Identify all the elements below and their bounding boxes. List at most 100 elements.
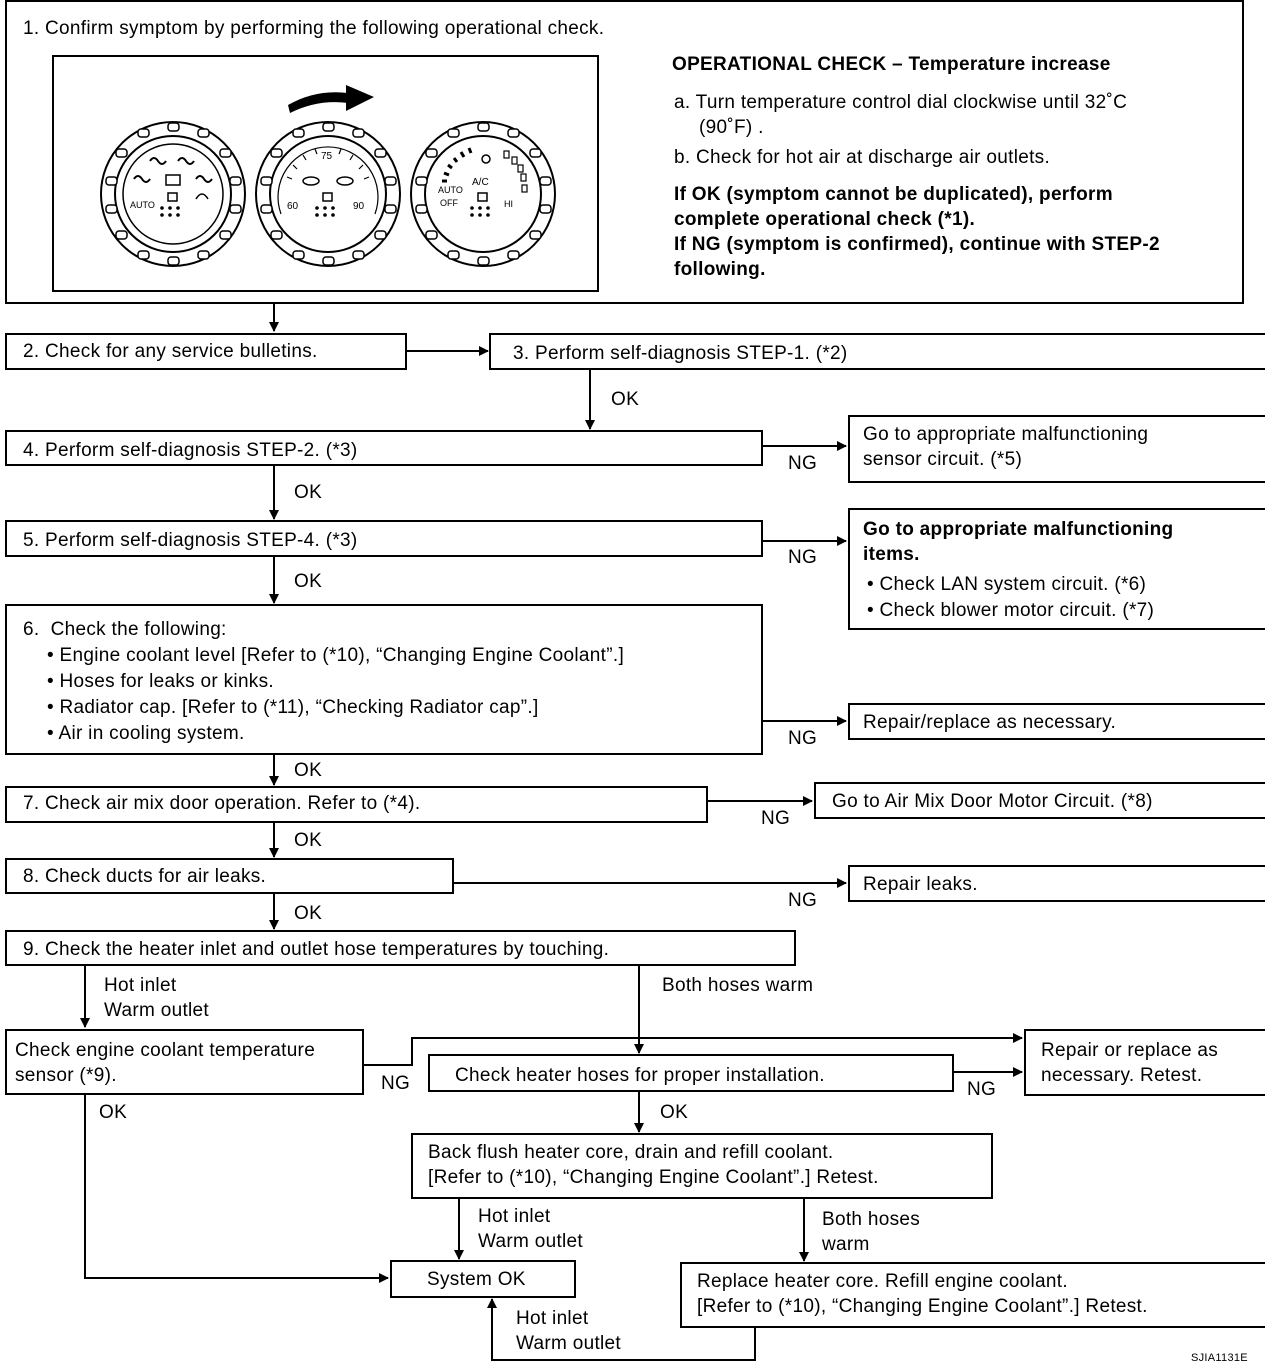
- repair-retest-line1: Repair or replace as: [1041, 1040, 1219, 1061]
- step5-ng-item-blower: • Check blower motor circuit. (*7): [867, 600, 1155, 621]
- ng-label-8: NG: [788, 890, 818, 911]
- backflush-warm-outlet-label: Warm outlet: [478, 1231, 584, 1252]
- ok-instruction-line2: complete operational check (*1).: [674, 209, 976, 230]
- step6-box: 6. Check the following: • Engine coolant…: [5, 604, 763, 755]
- temperature-dial: 75 60 90: [255, 121, 401, 267]
- backflush-hot-inlet-label: Hot inlet: [478, 1206, 551, 1227]
- backflush-warm-label: warm: [822, 1234, 870, 1255]
- backflush-line2: [Refer to (*10), “Changing Engine Coolan…: [428, 1167, 879, 1188]
- step4-text: 4. Perform self-diagnosis STEP-2. (*3): [23, 440, 358, 461]
- mode-dial: AUTO: [100, 121, 246, 267]
- step9-both-warm-label: Both hoses warm: [662, 975, 814, 996]
- replace-core-line1: Replace heater core. Refill engine coola…: [697, 1271, 1068, 1292]
- step5-ng-item-lan: • Check LAN system circuit. (*6): [867, 574, 1147, 595]
- fan-dial-auto: AUTO: [438, 185, 463, 195]
- step6-item-air: • Air in cooling system.: [47, 723, 245, 744]
- ng-label-5: NG: [788, 547, 818, 568]
- coolant-sensor-line2: sensor (*9).: [15, 1065, 117, 1086]
- arrow-sensor-ok: [84, 1094, 389, 1283]
- step3-text: 3. Perform self-diagnosis STEP-1. (*2): [513, 343, 848, 364]
- step9-hot-inlet-label: Hot inlet: [104, 975, 177, 996]
- ok-label-6: OK: [294, 760, 323, 781]
- ng-label-7: NG: [761, 808, 791, 829]
- ng-label-sensor: NG: [381, 1073, 411, 1094]
- step4-ng-line2: sensor circuit. (*5): [863, 449, 1023, 470]
- step6-ng-text: Repair/replace as necessary.: [863, 712, 1117, 733]
- system-ok-text: System OK: [427, 1269, 526, 1290]
- step7-text: 7. Check air mix door operation. Refer t…: [23, 793, 421, 814]
- clockwise-arrow-icon: [288, 85, 374, 113]
- backflush-box: Back flush heater core, drain and refill…: [411, 1133, 993, 1199]
- step4-ng-box: Go to appropriate malfunctioning sensor …: [848, 415, 1265, 483]
- step8-ng-box: Repair leaks.: [848, 865, 1265, 902]
- step8-text: 8. Check ducts for air leaks.: [23, 866, 267, 887]
- ok-label-7: OK: [294, 830, 323, 851]
- ng-instruction-line2: following.: [674, 259, 766, 280]
- replace-hot-inlet-label: Hot inlet: [516, 1308, 589, 1329]
- coolant-sensor-line1: Check engine coolant temperature: [15, 1040, 316, 1061]
- fan-dial: AUTO OFF A/C HI: [410, 121, 556, 267]
- ok-label-4: OK: [294, 482, 323, 503]
- ng-label-6: NG: [788, 728, 818, 749]
- repair-retest-line2: necessary. Retest.: [1041, 1065, 1203, 1086]
- arrow-replace-to-ok: [487, 1298, 756, 1361]
- ng-label-4: NG: [788, 453, 818, 474]
- replace-core-box: Replace heater core. Refill engine coola…: [680, 1262, 1265, 1328]
- repair-retest-box: Repair or replace as necessary. Retest.: [1024, 1029, 1265, 1096]
- step9-box: 9. Check the heater inlet and outlet hos…: [5, 930, 796, 966]
- temp-90-label: 90: [353, 201, 365, 212]
- step5-ng-box: Go to appropriate malfunctioning items. …: [848, 508, 1265, 630]
- step5-text: 5. Perform self-diagnosis STEP-4. (*3): [23, 530, 358, 551]
- temp-60-label: 60: [287, 201, 299, 212]
- step7-ng-box: Go to Air Mix Door Motor Circuit. (*8): [814, 782, 1265, 819]
- step3-box: 3. Perform self-diagnosis STEP-1. (*2): [489, 333, 1265, 370]
- replace-core-line2: [Refer to (*10), “Changing Engine Coolan…: [697, 1296, 1148, 1317]
- coolant-sensor-box: Check engine coolant temperature sensor …: [5, 1029, 364, 1095]
- step9-text: 9. Check the heater inlet and outlet hos…: [23, 939, 610, 960]
- ng-instruction-line1: If NG (symptom is confirmed), continue w…: [674, 234, 1160, 255]
- step5-box: 5. Perform self-diagnosis STEP-4. (*3): [5, 520, 763, 557]
- step6-item-radiator: • Radiator cap. [Refer to (*11), “Checki…: [47, 697, 539, 718]
- mode-dial-auto: AUTO: [130, 200, 155, 210]
- step7-box: 7. Check air mix door operation. Refer t…: [5, 786, 708, 823]
- temp-75-label: 75: [321, 151, 333, 162]
- backflush-line1: Back flush heater core, drain and refill…: [428, 1142, 834, 1163]
- ok-label-8: OK: [294, 903, 323, 924]
- step2-text: 2. Check for any service bulletins.: [23, 341, 318, 362]
- op-check-a-line2: (90˚F) .: [699, 117, 764, 138]
- op-check-b: b. Check for hot air at discharge air ou…: [674, 147, 1051, 168]
- ok-label-hoses: OK: [660, 1102, 689, 1123]
- ok-label-5: OK: [294, 571, 323, 592]
- heater-hoses-box: Check heater hoses for proper installati…: [428, 1054, 954, 1092]
- figure-code: SJIA1131E: [1191, 1352, 1248, 1364]
- step1-title: 1. Confirm symptom by performing the fol…: [23, 18, 605, 39]
- step6-title: 6. Check the following:: [23, 619, 227, 640]
- ok-label-sensor: OK: [99, 1102, 128, 1123]
- step8-ng-text: Repair leaks.: [863, 874, 978, 895]
- control-panel-figure: AUTO: [52, 55, 599, 292]
- step6-ng-box: Repair/replace as necessary.: [848, 703, 1265, 740]
- ok-label-3: OK: [611, 389, 640, 410]
- fan-dial-off: OFF: [440, 198, 458, 208]
- step7-ng-text: Go to Air Mix Door Motor Circuit. (*8): [832, 791, 1153, 812]
- step8-box: 8. Check ducts for air leaks.: [5, 858, 454, 894]
- fan-dial-hi: HI: [504, 199, 513, 209]
- heater-hoses-text: Check heater hoses for proper installati…: [455, 1065, 825, 1086]
- step6-item-hoses: • Hoses for leaks or kinks.: [47, 671, 274, 692]
- arrow-sensor-ng: [363, 1033, 1023, 1066]
- ok-instruction-line1: If OK (symptom cannot be duplicated), pe…: [674, 184, 1113, 205]
- system-ok-box: System OK: [390, 1260, 576, 1298]
- replace-warm-outlet-label: Warm outlet: [516, 1333, 622, 1354]
- op-check-a-line1: a. Turn temperature control dial clockwi…: [674, 92, 1128, 113]
- backflush-both-hoses-label: Both hoses: [822, 1209, 921, 1230]
- step4-ng-line1: Go to appropriate malfunctioning: [863, 424, 1149, 445]
- ng-label-hoses: NG: [967, 1079, 997, 1100]
- step1-box: 1. Confirm symptom by performing the fol…: [5, 0, 1244, 304]
- step2-box: 2. Check for any service bulletins.: [5, 333, 407, 370]
- step5-ng-title-line2: items.: [863, 544, 920, 565]
- step9-warm-outlet-label: Warm outlet: [104, 1000, 210, 1021]
- step4-box: 4. Perform self-diagnosis STEP-2. (*3): [5, 430, 763, 466]
- step5-ng-title-line1: Go to appropriate malfunctioning: [863, 519, 1174, 540]
- op-check-heading: OPERATIONAL CHECK – Temperature increase: [672, 54, 1111, 75]
